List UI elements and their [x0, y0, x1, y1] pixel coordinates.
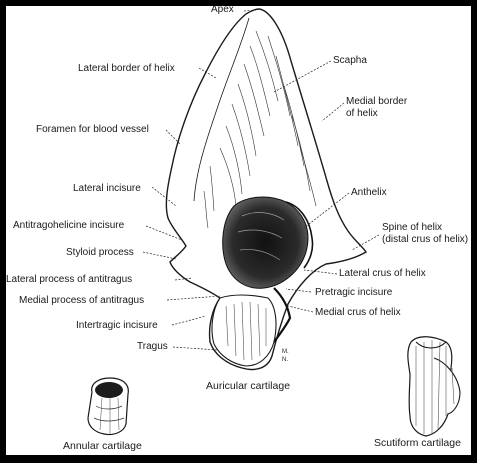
label-lateral-crus-of-helix: Lateral crus of helix: [339, 268, 426, 280]
label-styloid-process: Styloid process: [66, 247, 134, 259]
label-intertragic-incisure: Intertragic incisure: [76, 320, 158, 332]
caption-scutiform-cartilage: Scutiform cartilage: [374, 437, 461, 449]
artist-signature-line1: M.: [282, 349, 289, 355]
caption-annular-cartilage: Annular cartilage: [63, 440, 142, 452]
label-scapha: Scapha: [333, 55, 367, 67]
label-medial-process-of-antitragus: Medial process of antitragus: [19, 295, 144, 307]
label-tragus: Tragus: [137, 341, 168, 353]
label-foramen-for-blood-vessel: Foramen for blood vessel: [36, 124, 149, 136]
label-medial-crus-of-helix: Medial crus of helix: [315, 307, 401, 319]
label-spine-of-helix-line1: Spine of helix: [382, 222, 442, 234]
label-anthelix: Anthelix: [351, 187, 387, 199]
label-lateral-border-of-helix: Lateral border of helix: [78, 63, 175, 75]
label-spine-of-helix-line2: (distal crus of helix): [382, 234, 468, 246]
label-antitragohelicine-incisure: Antitragohelicine incisure: [13, 220, 124, 232]
scutiform-cartilage-drawing: [408, 337, 460, 436]
label-pretragic-incisure: Pretragic incisure: [315, 287, 392, 299]
label-medial-border-of-helix-line1: Medial border: [346, 96, 407, 108]
label-lateral-process-of-antitragus: Lateral process of antitragus: [6, 274, 132, 286]
caption-auricular-cartilage: Auricular cartilage: [206, 380, 290, 392]
annular-cartilage-drawing: [88, 378, 128, 435]
label-apex: Apex: [211, 6, 234, 16]
label-medial-border-of-helix-line2: of helix: [346, 108, 378, 120]
artist-signature-line2: N.: [282, 357, 288, 363]
label-lateral-incisure: Lateral incisure: [73, 183, 141, 195]
diagram-panel: Apex Lateral border of helix Scapha Medi…: [6, 6, 471, 455]
